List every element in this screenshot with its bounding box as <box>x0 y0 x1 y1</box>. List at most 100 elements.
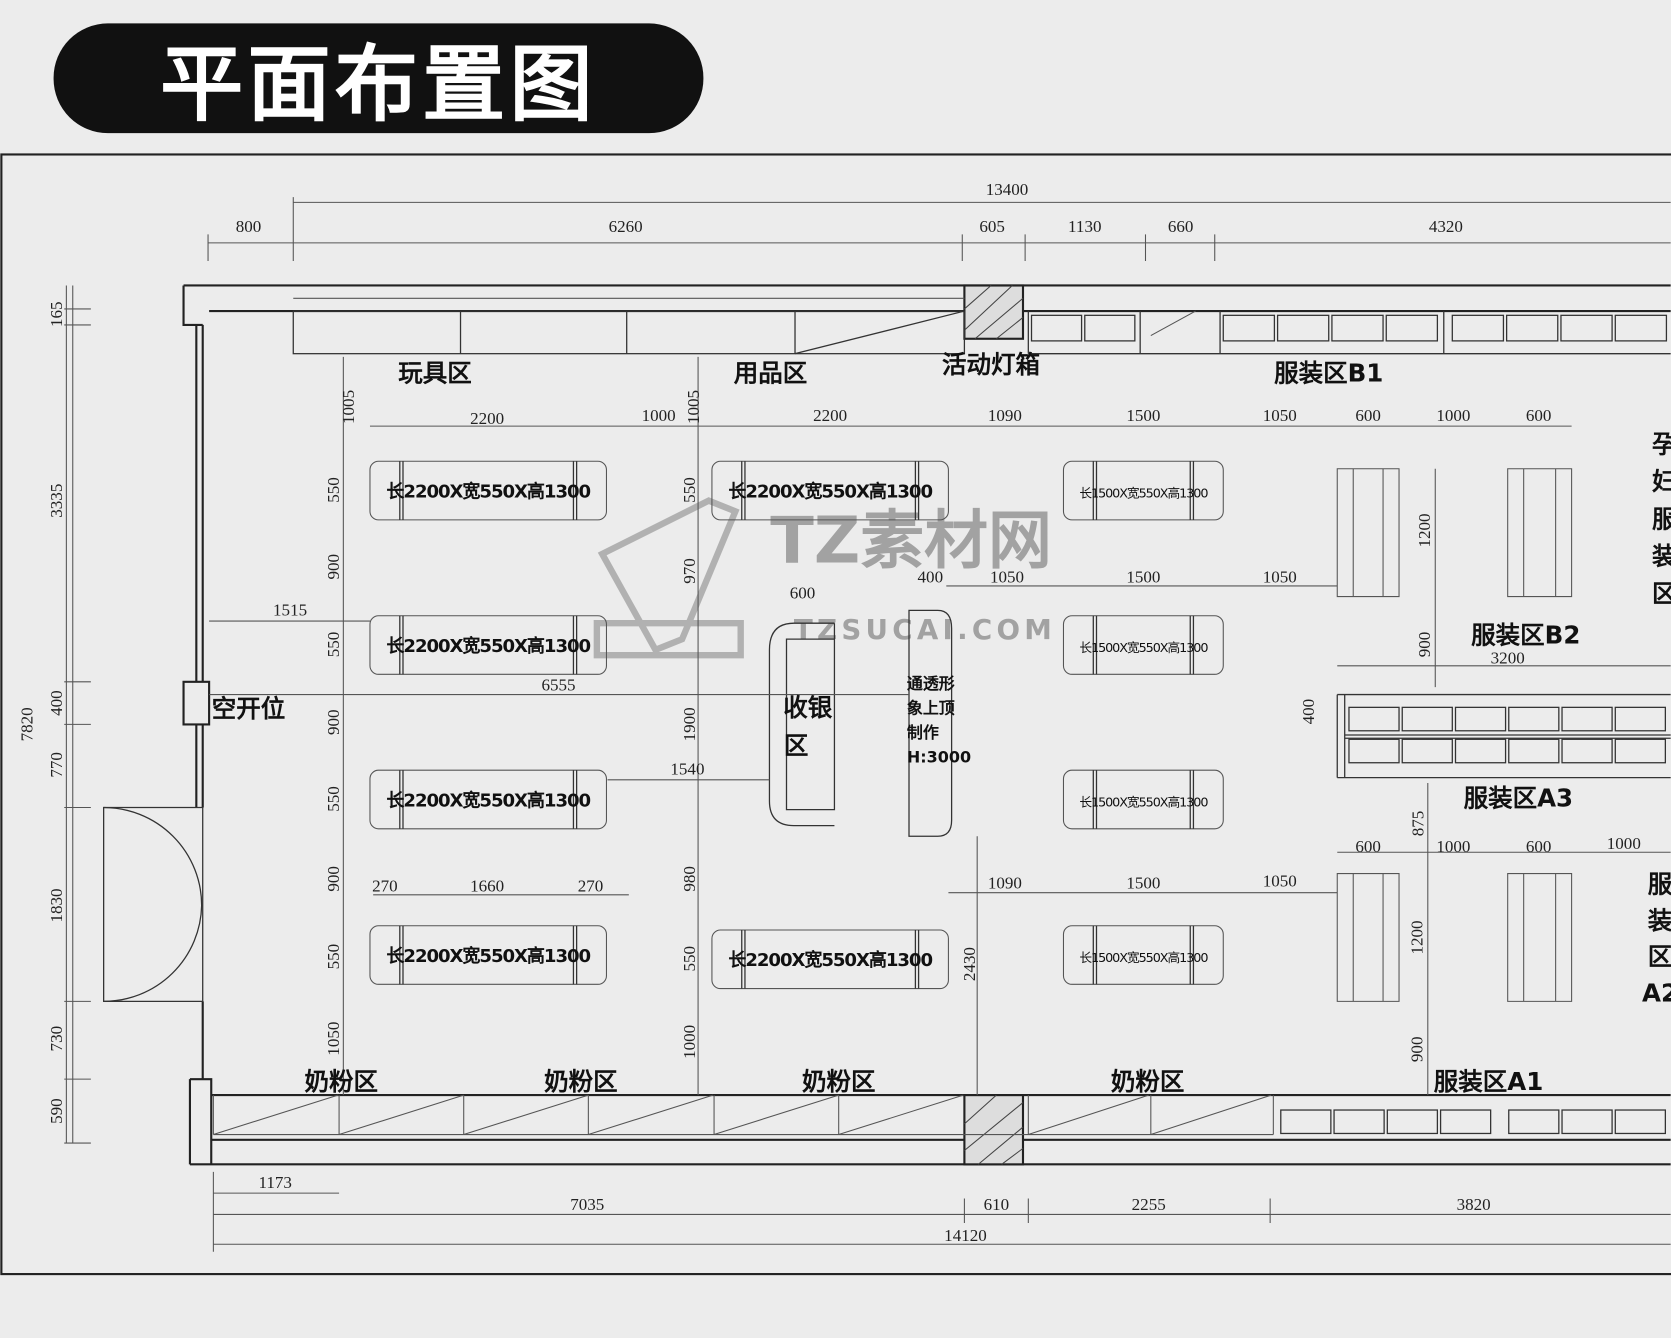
zone-label-apparel-a2: 装 <box>1648 906 1671 935</box>
display-note: 制作 <box>907 723 939 742</box>
zone-label-toys: 玩具区 <box>398 358 472 387</box>
cabinet-cell <box>1385 314 1439 342</box>
display-shelf[interactable]: 长2200X宽550X高1300 <box>369 615 607 675</box>
dimension-label: 3335 <box>47 484 66 518</box>
structural-column <box>963 1094 1025 1166</box>
dimension-label: 900 <box>324 709 343 735</box>
dimension-label: 2430 <box>960 947 979 981</box>
fixture-size-label: 长1500X宽550X高1300 <box>1079 640 1208 656</box>
fixture-size-label: 长2200X宽550X高1300 <box>386 480 590 502</box>
display-note: H:3000 <box>907 748 971 767</box>
cabinet-cell <box>1386 1109 1439 1135</box>
dimension-label: 1540 <box>670 759 704 778</box>
zone-label-maternity: 孕 <box>1652 430 1671 459</box>
fixture-size-label: 长2200X宽550X高1300 <box>728 949 932 971</box>
shelf-outline <box>711 929 949 990</box>
rack-cell <box>1614 706 1666 732</box>
cabinet-cell <box>1084 314 1136 342</box>
rack-cell <box>1401 738 1453 764</box>
dimension-label: 270 <box>372 877 398 896</box>
cashier-counter[interactable] <box>768 622 836 827</box>
title-banner <box>53 23 704 134</box>
cabinet-cell <box>1505 314 1559 342</box>
display-shelf[interactable]: 长1500X宽550X高1300 <box>1062 615 1224 675</box>
cabinet-cell <box>1508 1109 1560 1135</box>
dimension-label: 165 <box>47 301 66 327</box>
display-shelf[interactable]: 长2200X宽550X高1300 <box>711 460 949 521</box>
dimension-label: 900 <box>1415 632 1434 658</box>
dimension-label: 1500 <box>1126 568 1160 587</box>
watermark: TZ素材网 TZSUCAI.COM <box>593 497 1052 659</box>
dimension-label: 590 <box>47 1098 66 1124</box>
dimension-label: 980 <box>680 866 699 892</box>
cabinet-outline <box>212 1094 1274 1136</box>
display-shelf[interactable]: 长2200X宽550X高1300 <box>369 769 607 830</box>
shelf-divider <box>399 615 578 675</box>
shelf-divider <box>1092 770 1195 829</box>
cabinet-cell <box>1560 314 1613 342</box>
fixture-size-label: 长2200X宽550X高1300 <box>386 789 590 811</box>
display-shelf[interactable]: 长2200X宽550X高1300 <box>369 925 607 985</box>
dimension-label: 1005 <box>684 390 703 424</box>
dimension-label: 400 <box>918 568 944 587</box>
zone-labels: 玩具区 用品区 活动灯箱 服装区B1 孕 妇 服 装 区 服装区B2 服装区A3… <box>212 350 1671 1096</box>
dimension-label: 6260 <box>609 217 643 236</box>
dimension-lines <box>64 197 1671 1252</box>
dimension-label: 3820 <box>1457 1195 1491 1214</box>
rack-cell <box>1508 738 1560 764</box>
dimension-label: 1660 <box>470 877 504 896</box>
dimension-label: 610 <box>984 1195 1010 1214</box>
dimension-label: 400 <box>47 690 66 716</box>
zone-label-maternity: 装 <box>1652 542 1671 571</box>
dimension-label: 970 <box>680 558 699 584</box>
shelf-divider <box>741 461 920 520</box>
dimension-label: 1130 <box>1068 217 1101 236</box>
shelf-outline <box>1062 615 1224 675</box>
shelf-outline <box>369 460 607 521</box>
display-shelf[interactable]: 长1500X宽550X高1300 <box>1062 769 1224 830</box>
dimension-label: 1000 <box>1436 406 1470 425</box>
rack-cell <box>1348 738 1400 764</box>
zone-label-milk-powder: 奶粉区 <box>544 1067 618 1096</box>
cabinet-cell <box>1331 314 1384 342</box>
rack-cell <box>1561 706 1613 732</box>
dimension-label: 1090 <box>988 406 1022 425</box>
dimension-label: 13400 <box>986 180 1029 199</box>
display-shelf[interactable]: 长1500X宽550X高1300 <box>1062 460 1224 521</box>
dimension-label: 1515 <box>273 601 307 620</box>
breaker-position-label: 空开位 <box>212 694 286 723</box>
shelf-divider <box>1092 461 1195 520</box>
dimension-label: 7820 <box>17 707 36 741</box>
dimension-label: 770 <box>47 752 66 778</box>
dimension-label: 1005 <box>339 390 358 424</box>
zone-label-milk-powder: 奶粉区 <box>802 1067 876 1096</box>
display-shelf[interactable]: 长2200X宽550X高1300 <box>711 929 949 990</box>
entrance-door[interactable] <box>103 806 204 1003</box>
cabinet-cell <box>1280 1109 1332 1135</box>
dimension-label: 1050 <box>1263 406 1297 425</box>
dimension-label: 550 <box>680 946 699 972</box>
dimension-label: 4320 <box>1429 217 1463 236</box>
dimension-label: 270 <box>578 877 604 896</box>
milk-powder-cabinets <box>212 1094 1666 1136</box>
dimension-label: 900 <box>324 554 343 580</box>
dimension-label: 1830 <box>47 888 66 922</box>
display-shelf[interactable]: 长1500X宽550X高1300 <box>1062 925 1224 985</box>
dimension-label: 3200 <box>1491 649 1525 668</box>
display-shelf[interactable]: 长2200X宽550X高1300 <box>369 460 607 521</box>
display-note: 象上顶 <box>907 699 955 718</box>
rack-cell <box>1401 706 1453 732</box>
dimension-label: 1000 <box>1436 837 1470 856</box>
structural-column <box>963 284 1025 340</box>
cashier-label: 收银 <box>783 693 832 722</box>
zone-label-apparel-a2: A2 <box>1642 978 1671 1007</box>
shelf-divider <box>399 770 578 829</box>
dimension-label: 1200 <box>1415 513 1434 547</box>
rack-cell <box>1614 738 1666 764</box>
shelf-outline <box>369 615 607 675</box>
dimension-label: 2200 <box>470 409 504 428</box>
cabinet-cell <box>1614 1109 1666 1135</box>
zone-label-milk-powder: 奶粉区 <box>304 1067 378 1096</box>
dimension-label: 1000 <box>680 1025 699 1059</box>
